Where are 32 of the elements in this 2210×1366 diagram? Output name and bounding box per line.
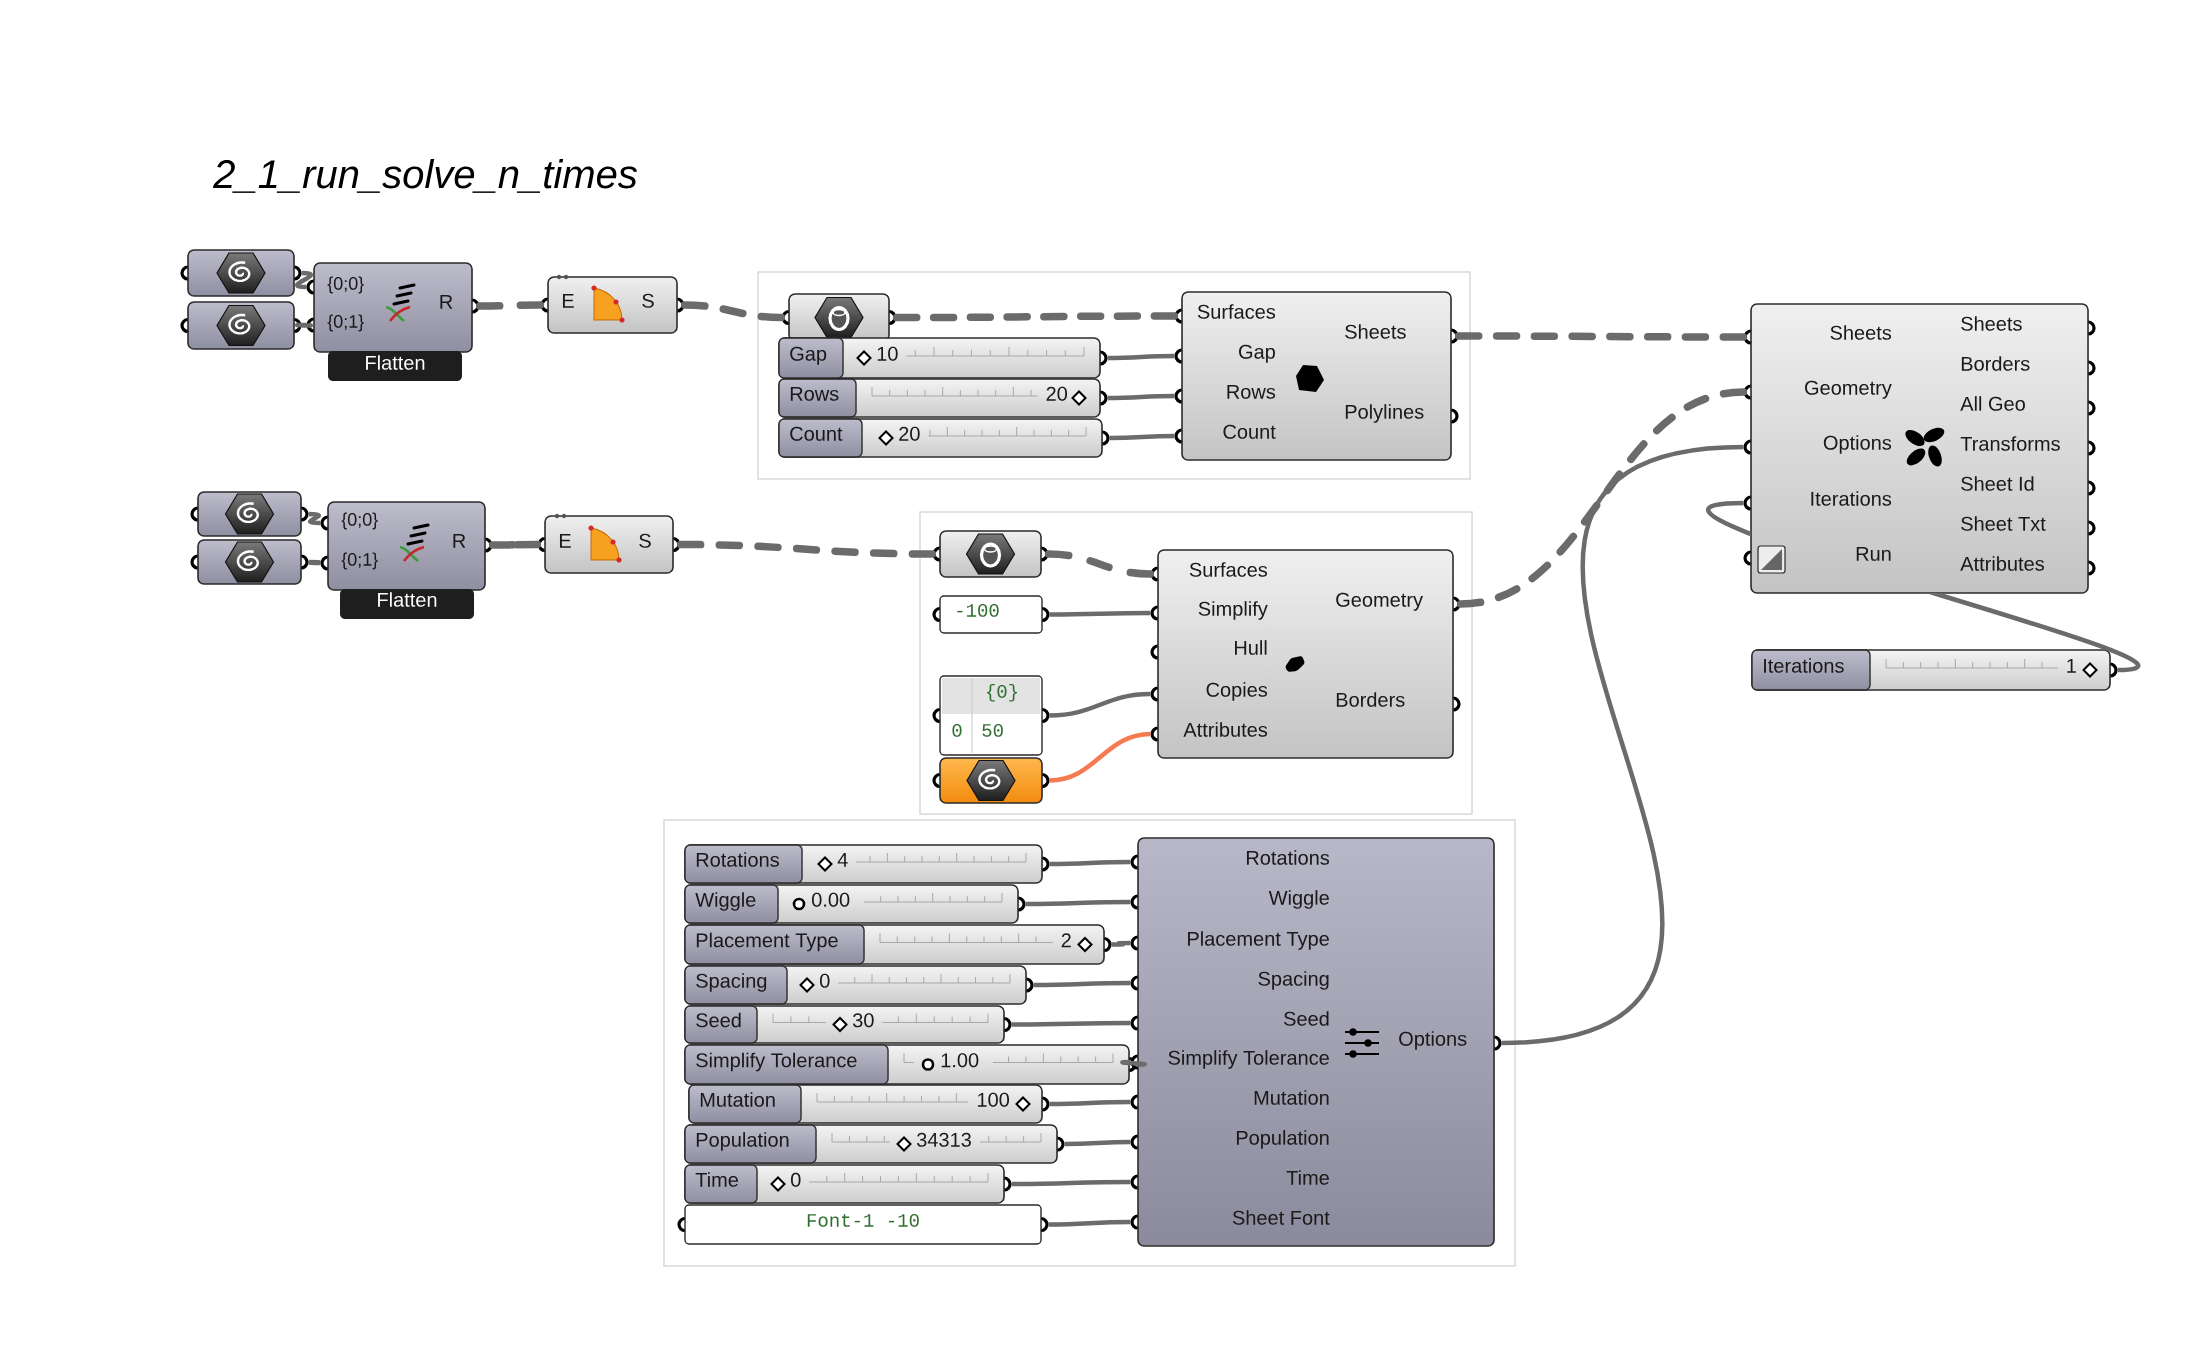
wire bbox=[308, 511, 321, 526]
wire bbox=[1107, 353, 1175, 361]
wire bbox=[1025, 899, 1131, 907]
wire bbox=[1049, 691, 1151, 718]
wire bbox=[475, 301, 545, 310]
wire bbox=[1049, 1099, 1131, 1107]
wire bbox=[1048, 1219, 1131, 1227]
text-panel: -100 bbox=[932, 595, 1050, 634]
wire bbox=[676, 540, 937, 558]
wire bbox=[1033, 980, 1131, 988]
wire bbox=[1107, 393, 1175, 401]
text-panel: Font-1 -10 bbox=[677, 1204, 1049, 1245]
wire bbox=[1111, 940, 1131, 947]
wire bbox=[1049, 610, 1151, 617]
name-tab: Flatten bbox=[328, 351, 462, 381]
wire bbox=[297, 322, 311, 328]
wire bbox=[1456, 388, 1748, 608]
wire bbox=[295, 270, 313, 290]
title: 2_1_run_solve_n_times bbox=[212, 159, 638, 193]
wire bbox=[1501, 444, 1744, 1046]
wire bbox=[1064, 1139, 1131, 1147]
wire bbox=[1109, 433, 1175, 441]
wire bbox=[1454, 332, 1748, 341]
wire bbox=[892, 312, 1179, 322]
wire bbox=[680, 301, 786, 322]
wire bbox=[308, 559, 321, 566]
wire bbox=[1011, 1020, 1131, 1027]
wire bbox=[488, 540, 542, 549]
wire bbox=[1049, 859, 1131, 867]
name-tab: Flatten bbox=[340, 589, 474, 619]
wire bbox=[1044, 550, 1155, 578]
wire bbox=[1049, 731, 1151, 783]
